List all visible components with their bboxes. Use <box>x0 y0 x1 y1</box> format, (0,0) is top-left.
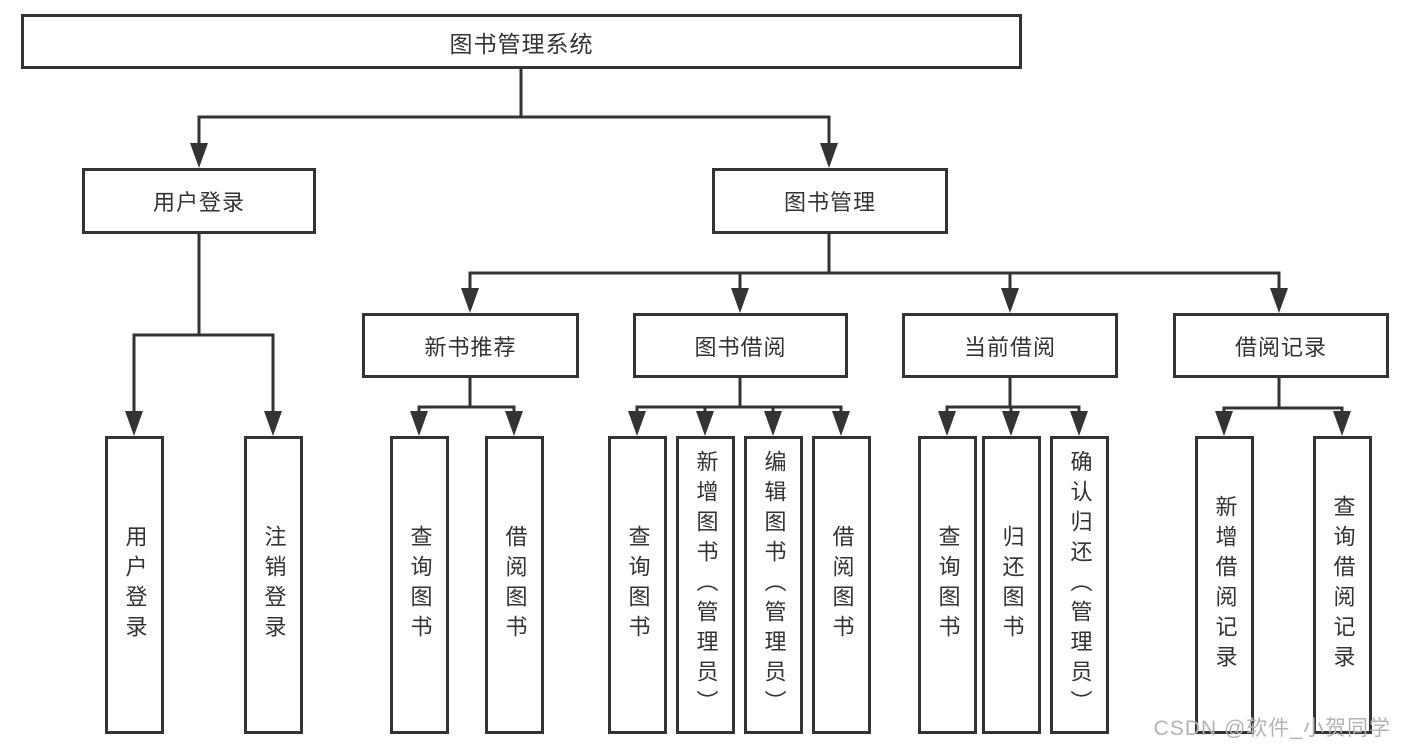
connector-book-mgmt <box>461 232 1288 313</box>
node-root: 图书管理系统 <box>21 14 1022 69</box>
leaf-borrow-edit-book: 编辑图书（管理员） <box>744 436 803 734</box>
leaf-current-query-book: 查询图书 <box>918 436 977 734</box>
leaf-records-query-record: 查询借阅记录 <box>1313 436 1372 734</box>
node-user-login-label: 用户登录 <box>152 190 245 215</box>
leaf-borrow-query-book-label: 查询图书 <box>625 525 651 645</box>
connector-root <box>190 67 838 168</box>
leaf-records-add-record: 新增借阅记录 <box>1195 436 1254 734</box>
leaf-logout: 注销登录 <box>244 436 303 734</box>
leaf-records-query-record-label: 查询借阅记录 <box>1330 495 1356 675</box>
node-new-book-recommend-label: 新书推荐 <box>424 334 517 360</box>
leaf-newrec-borrow-book-label: 借阅图书 <box>502 525 528 645</box>
leaf-logout-label: 注销登录 <box>261 525 287 645</box>
connector-current-borrow <box>938 376 1088 436</box>
leaf-borrow-query-book: 查询图书 <box>608 436 667 734</box>
connector-new-book-rec <box>410 376 523 436</box>
leaf-borrow-borrow-book: 借阅图书 <box>812 436 871 734</box>
leaf-borrow-add-book-label: 新增图书（管理员） <box>693 450 719 720</box>
node-book-mgmt-label: 图书管理 <box>783 190 876 215</box>
node-book-borrow: 图书借阅 <box>633 313 848 378</box>
leaf-current-confirm-return-label: 确认归还（管理员） <box>1067 450 1093 720</box>
leaf-current-return-book-label: 归还图书 <box>999 525 1025 645</box>
node-book-borrow-label: 图书借阅 <box>694 334 787 360</box>
leaf-user-login-label: 用户登录 <box>122 525 148 645</box>
connector-borrow-records <box>1215 376 1351 436</box>
node-borrow-records: 借阅记录 <box>1173 313 1389 378</box>
leaf-newrec-borrow-book: 借阅图书 <box>485 436 544 734</box>
leaf-newrec-query-book: 查询图书 <box>390 436 449 734</box>
node-book-mgmt: 图书管理 <box>712 168 948 234</box>
node-current-borrow-label: 当前借阅 <box>963 334 1056 360</box>
node-current-borrow: 当前借阅 <box>902 313 1118 378</box>
node-root-label: 图书管理系统 <box>449 30 594 57</box>
node-new-book-recommend: 新书推荐 <box>362 313 579 378</box>
leaf-current-return-book: 归还图书 <box>982 436 1041 734</box>
leaf-borrow-edit-book-label: 编辑图书（管理员） <box>761 450 787 720</box>
connector-user-login <box>125 232 282 436</box>
leaf-records-add-record-label: 新增借阅记录 <box>1212 495 1238 675</box>
leaf-borrow-add-book: 新增图书（管理员） <box>676 436 735 734</box>
leaf-current-query-book-label: 查询图书 <box>935 525 961 645</box>
node-borrow-records-label: 借阅记录 <box>1234 334 1327 360</box>
leaf-borrow-borrow-book-label: 借阅图书 <box>829 525 855 645</box>
watermark: CSDN @软件_小贺同学 <box>1153 717 1391 740</box>
leaf-newrec-query-book-label: 查询图书 <box>407 525 433 645</box>
leaf-current-confirm-return: 确认归还（管理员） <box>1050 436 1109 734</box>
connector-book-borrow <box>628 376 850 436</box>
leaf-user-login: 用户登录 <box>105 436 164 734</box>
node-user-login: 用户登录 <box>82 168 316 234</box>
